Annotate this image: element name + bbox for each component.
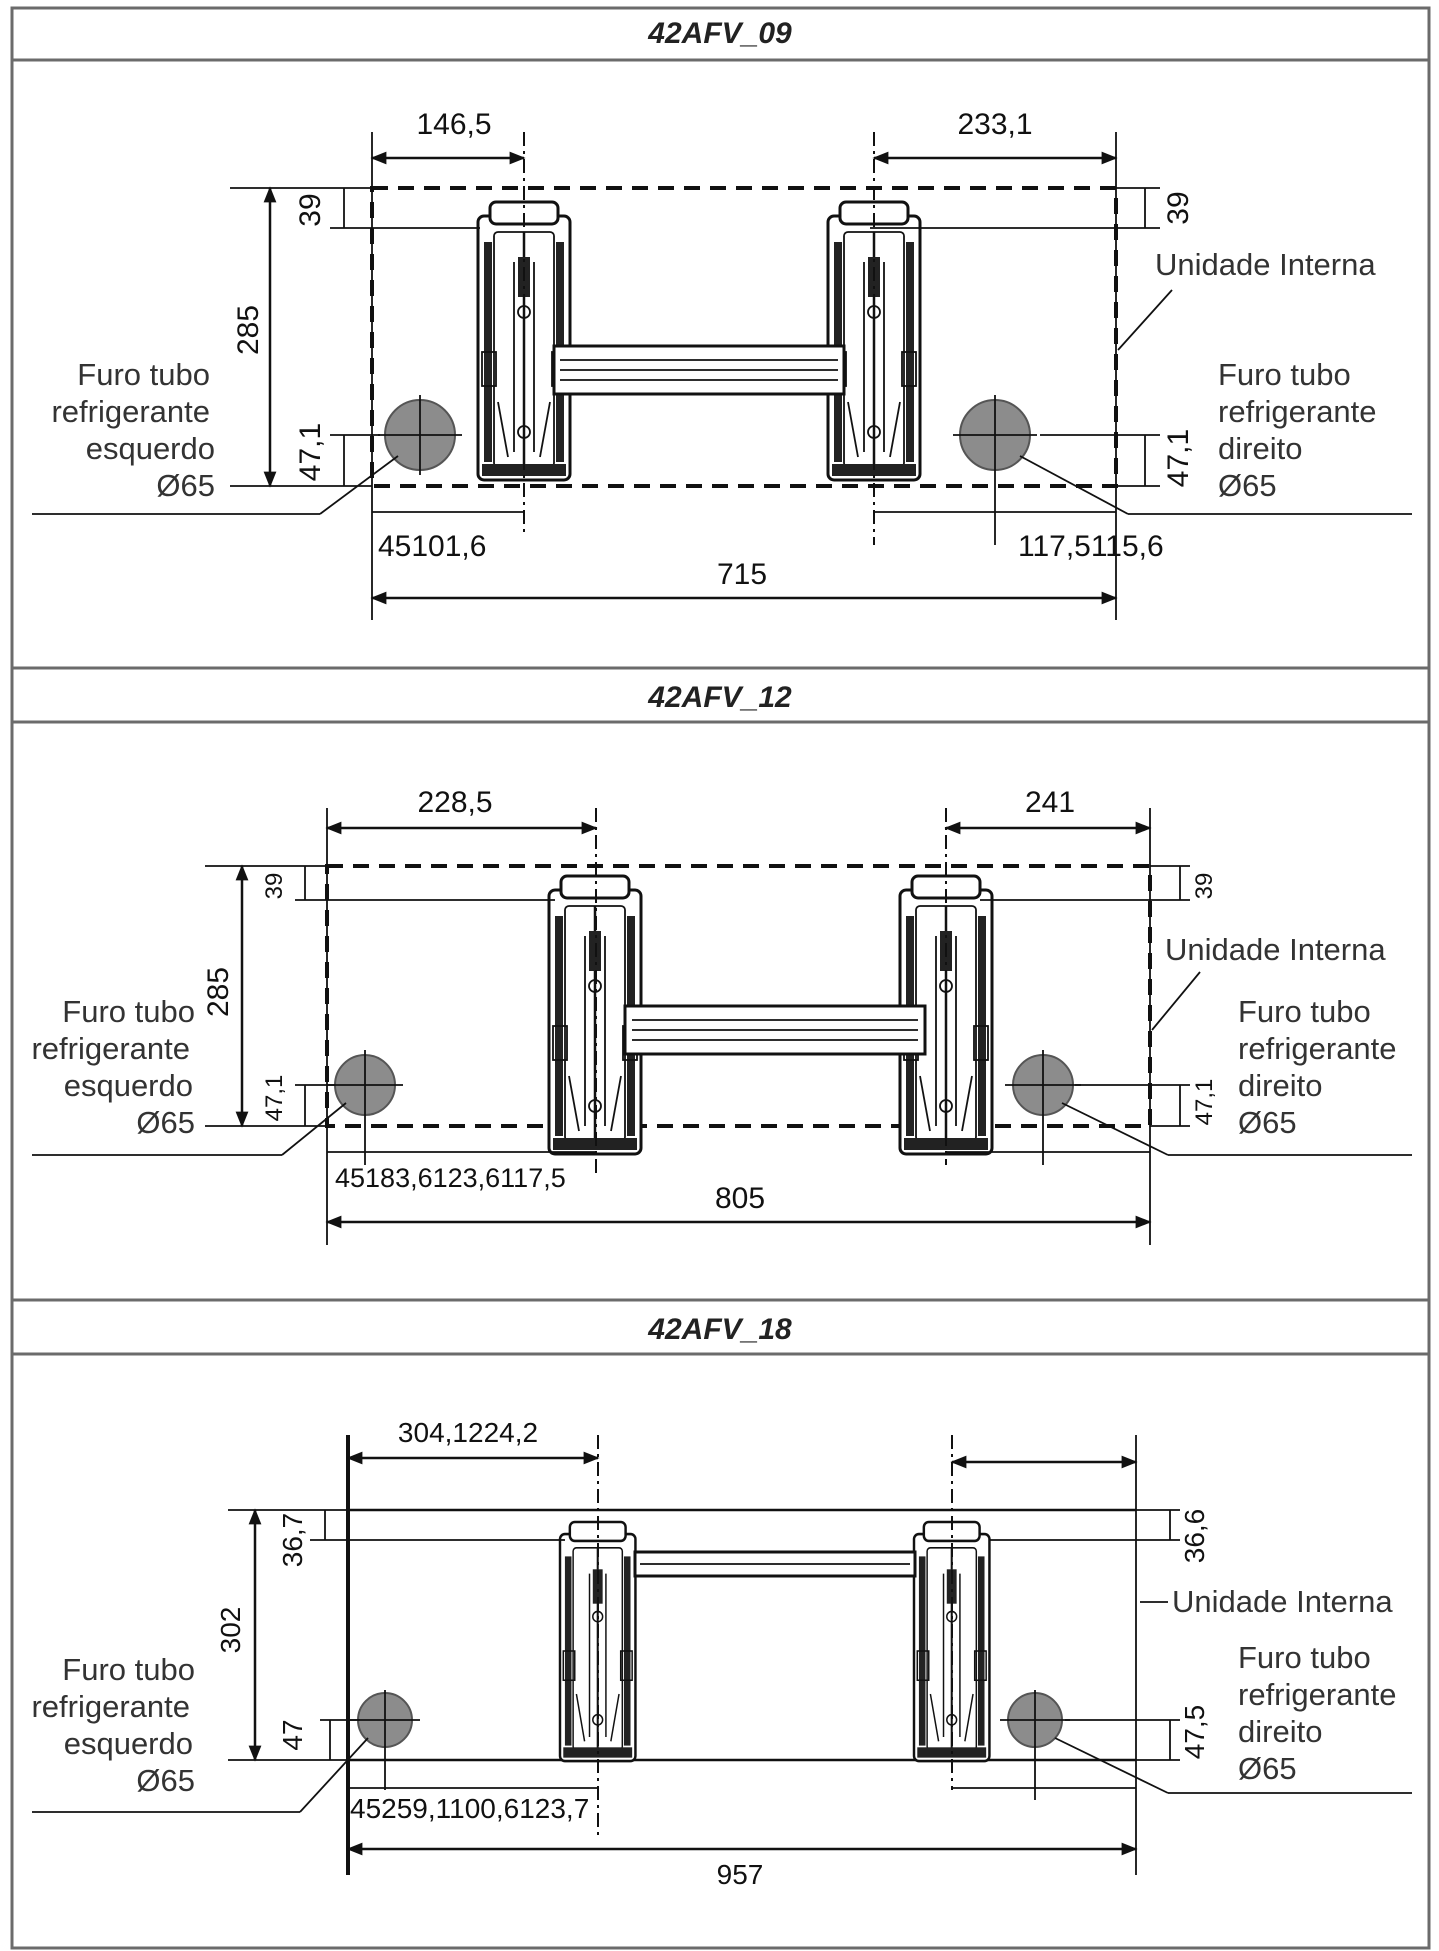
connecting-rail	[633, 1550, 917, 1578]
dim-left-top-offset: 39	[294, 193, 327, 226]
panel-42afv-09: 42AFV_09 146,5 233,1	[12, 17, 1429, 670]
svg-text:direito: direito	[1218, 431, 1302, 466]
dim-bottom-left: 45101,6	[378, 530, 486, 563]
panel-42afv-12: 42AFV_12 228,5 241 285 39 47,1	[12, 681, 1429, 1302]
dim-left-hole-offset: 47,1	[261, 1075, 288, 1122]
dim-bottom-left: 45259,1100,6123,7	[350, 1793, 589, 1824]
svg-text:refrigerante: refrigerante	[31, 1031, 190, 1066]
svg-text:Furo tubo: Furo tubo	[1238, 1640, 1371, 1675]
dim-left-height: 285	[232, 305, 265, 355]
dim-left-hole-offset: 47,1	[294, 423, 327, 481]
left-hole-label: Furo tubo refrigerante esquerdo Ø65	[51, 357, 215, 503]
svg-text:refrigerante: refrigerante	[1238, 1677, 1397, 1712]
dim-right-top-offset: 39	[1162, 191, 1195, 224]
svg-text:esquerdo: esquerdo	[86, 431, 215, 466]
dim-overall-width: 957	[717, 1859, 764, 1890]
dim-right-hole-offset: 47,5	[1179, 1705, 1210, 1760]
svg-text:Ø65: Ø65	[1238, 1105, 1297, 1140]
right-hole-label: Furo tubo refrigerante direito Ø65	[1218, 357, 1377, 503]
right-hole-label: Furo tubo refrigerante direito Ø65	[1238, 1640, 1397, 1786]
svg-text:esquerdo: esquerdo	[64, 1068, 193, 1103]
dim-left-top: 304,1224,2	[398, 1417, 538, 1448]
svg-text:Furo tubo: Furo tubo	[62, 994, 195, 1029]
svg-text:Furo tubo: Furo tubo	[77, 357, 210, 392]
unit-label: Unidade Interna	[1172, 1584, 1393, 1619]
svg-text:Ø65: Ø65	[136, 1763, 195, 1798]
dim-left-top: 228,5	[417, 786, 492, 819]
panel-title: 42AFV_12	[647, 681, 792, 714]
dim-right-hole-offset: 47,1	[1162, 429, 1195, 487]
connecting-rail	[623, 1004, 927, 1056]
svg-text:refrigerante: refrigerante	[31, 1689, 190, 1724]
svg-text:Ø65: Ø65	[1238, 1751, 1297, 1786]
unit-label: Unidade Interna	[1155, 247, 1376, 282]
dim-right-top-offset: 39	[1191, 873, 1218, 900]
dim-left-top-offset: 39	[261, 873, 288, 900]
left-hole-label: Furo tubo refrigerante esquerdo Ø65	[31, 994, 195, 1140]
dim-left-height: 285	[202, 967, 235, 1017]
connecting-rail	[552, 344, 846, 396]
dim-right-top: 241	[1025, 786, 1075, 819]
dim-right-top-offset: 36,6	[1179, 1509, 1210, 1564]
panel-title: 42AFV_09	[647, 17, 792, 50]
svg-text:Furo tubo: Furo tubo	[1218, 357, 1351, 392]
dim-right-top: 233,1	[957, 108, 1032, 141]
unit-label: Unidade Interna	[1165, 932, 1386, 967]
left-hole-label: Furo tubo refrigerante esquerdo Ø65	[31, 1652, 195, 1798]
dim-right-hole-offset: 47,1	[1191, 1079, 1218, 1126]
panel-42afv-18: 42AFV_18 304,1224,2 302 36,7	[12, 1313, 1429, 1890]
panel-title: 42AFV_18	[647, 1313, 792, 1346]
right-hole-label: Furo tubo refrigerante direito Ø65	[1238, 994, 1397, 1140]
svg-text:Furo tubo: Furo tubo	[1238, 994, 1371, 1029]
dim-overall-width: 715	[717, 558, 767, 591]
svg-text:refrigerante: refrigerante	[1238, 1031, 1397, 1066]
svg-text:Furo tubo: Furo tubo	[62, 1652, 195, 1687]
svg-text:direito: direito	[1238, 1714, 1322, 1749]
outer-frame	[10, 6, 1431, 1950]
dim-bottom-right: 117,5115,6	[1018, 530, 1164, 563]
dim-left-top-offset: 36,7	[277, 1513, 308, 1568]
svg-text:Ø65: Ø65	[156, 468, 215, 503]
svg-text:refrigerante: refrigerante	[1218, 394, 1377, 429]
dim-left-hole-offset: 47	[277, 1719, 308, 1750]
svg-text:direito: direito	[1238, 1068, 1322, 1103]
dim-left-height: 302	[215, 1607, 246, 1654]
svg-text:Ø65: Ø65	[136, 1105, 195, 1140]
dim-left-top: 146,5	[416, 108, 491, 141]
svg-text:Ø65: Ø65	[1218, 468, 1277, 503]
svg-text:refrigerante: refrigerante	[51, 394, 210, 429]
svg-text:esquerdo: esquerdo	[64, 1726, 193, 1761]
dim-bottom-left: 45183,6123,6117,5	[335, 1163, 566, 1193]
dim-overall-width: 805	[715, 1182, 765, 1215]
